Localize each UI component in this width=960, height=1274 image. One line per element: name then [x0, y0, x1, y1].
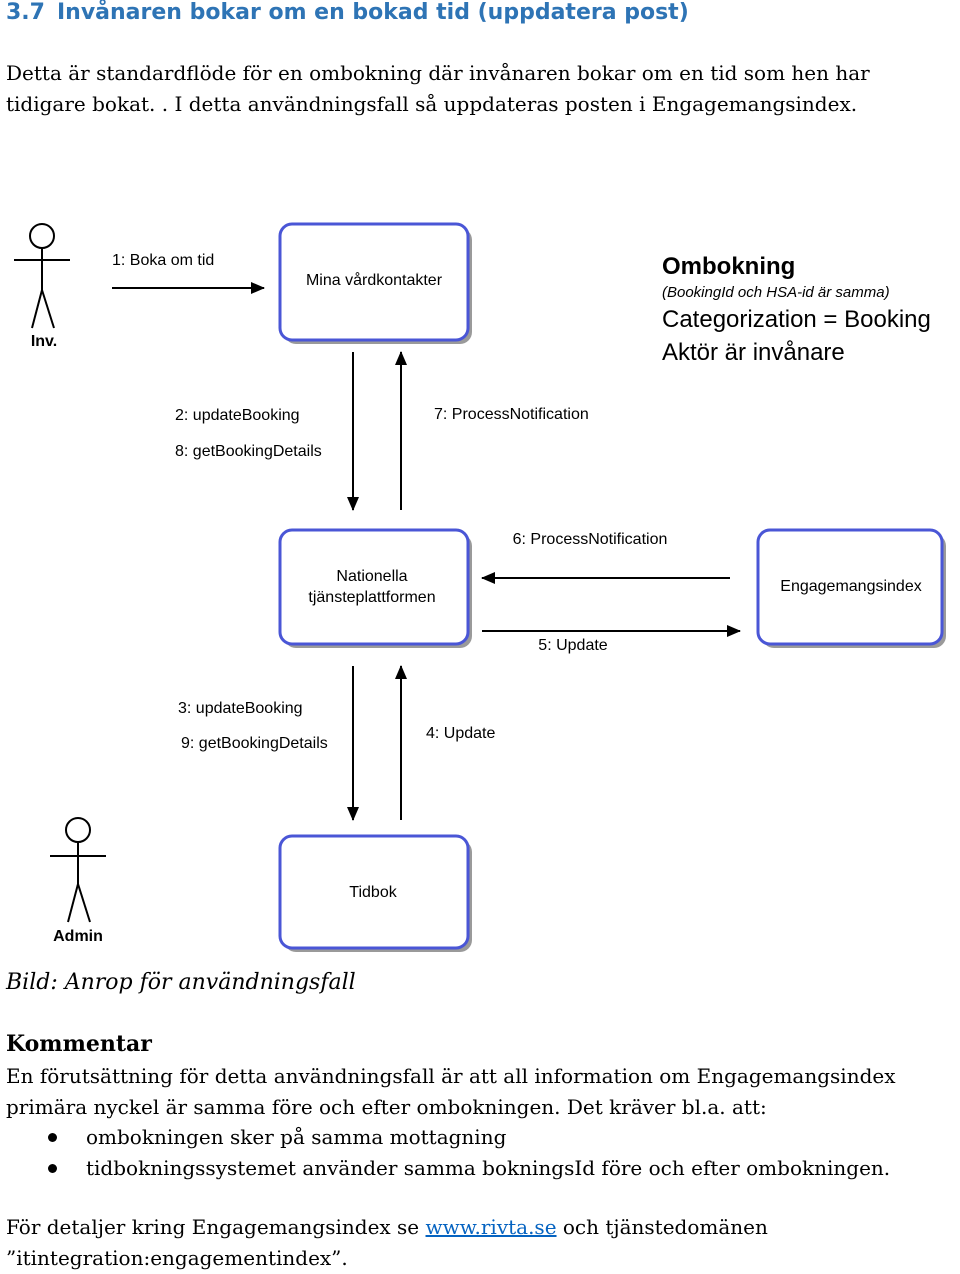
- sequence-diagram: Inv. Admin 1: Boka om tid Mina vårdkonta…: [14, 222, 946, 952]
- comment-line-1: En förutsättning för detta användningsfa…: [6, 1064, 896, 1088]
- comment-title: Kommentar: [6, 1031, 152, 1057]
- tidbok-label: Tidbok: [349, 884, 397, 901]
- bullet-text-2: tidbokningssystemet använder samma bokni…: [86, 1156, 891, 1180]
- message-9-label: 9: getBookingDetails: [181, 735, 328, 752]
- engagemangsindex-label: Engagemangsindex: [780, 578, 921, 595]
- admin-actor-label: Admin: [53, 928, 103, 945]
- tidbok-box: [278, 834, 472, 952]
- message-5-label: 5: Update: [538, 637, 607, 654]
- message-2-label: 2: updateBooking: [175, 407, 300, 424]
- footer-line-2: ”itintegration:engagementindex”.: [6, 1246, 348, 1270]
- section-number: 3.7: [6, 0, 45, 25]
- comment-paragraph: En förutsättning för detta användningsfa…: [6, 1061, 956, 1123]
- message-6-label: 6: ProcessNotification: [513, 531, 668, 548]
- intro-paragraph: Detta är standardflöde för en ombokning …: [6, 58, 946, 120]
- rivta-link[interactable]: www.rivta.se: [425, 1215, 557, 1239]
- note-title: Ombokning: [662, 253, 795, 280]
- comment-line-2: primära nyckel är samma före och efter o…: [6, 1095, 767, 1119]
- message-7-label: 7: ProcessNotification: [434, 406, 589, 423]
- mina-vardkontakter-box: [278, 222, 472, 344]
- intro-line-2: tidigare bokat. . I detta användningsfal…: [6, 92, 858, 116]
- note-line-1: Categorization = Booking: [662, 306, 931, 333]
- bullet-icon: [48, 1133, 57, 1142]
- footer-text-before-link: För detaljer kring Engagemangsindex se: [6, 1215, 426, 1239]
- mina-vardkontakter-label: Mina vårdkontakter: [306, 271, 443, 289]
- bullet-text-1: ombokningen sker på samma mottagning: [86, 1125, 507, 1149]
- figure-caption: Bild: Anrop för användningsfall: [6, 970, 356, 995]
- section-heading: 3.7 Invånaren bokar om en bokad tid (uppd…: [6, 0, 689, 25]
- intro-line-1: Detta är standardflöde för en ombokning …: [6, 61, 870, 85]
- admin-actor-icon: [50, 817, 106, 923]
- message-8-label: 8: getBookingDetails: [175, 443, 322, 460]
- message-3-label: 3: updateBooking: [178, 700, 303, 717]
- citizen-actor-icon: [14, 223, 70, 329]
- ntp-label-line-1: Nationella: [336, 568, 407, 585]
- ntp-box: [278, 528, 472, 648]
- list-item: tidbokningssystemet använder samma bokni…: [6, 1153, 890, 1184]
- message-1-label: 1: Boka om tid: [112, 252, 214, 269]
- message-4-label: 4: Update: [426, 725, 495, 742]
- list-item: ombokningen sker på samma mottagning: [6, 1122, 890, 1153]
- bullet-icon: [48, 1164, 57, 1173]
- footer-paragraph: För detaljer kring Engagemangsindex se w…: [6, 1212, 768, 1274]
- engagemangsindex-box: [756, 528, 946, 648]
- citizen-actor-label: Inv.: [31, 333, 57, 350]
- note-subtitle: (BookingId och HSA-id är samma): [662, 284, 890, 301]
- ntp-label-line-2: tjänsteplattformen: [308, 589, 435, 606]
- section-title: Invånaren bokar om en bokad tid (uppdate…: [56, 0, 689, 25]
- footer-text-after-link: och tjänstedomänen: [556, 1215, 768, 1239]
- footer-line-1: För detaljer kring Engagemangsindex se w…: [6, 1212, 768, 1243]
- note-line-2: Aktör är invånare: [662, 339, 845, 366]
- bullet-list: ombokningen sker på samma mottagning tid…: [6, 1122, 890, 1184]
